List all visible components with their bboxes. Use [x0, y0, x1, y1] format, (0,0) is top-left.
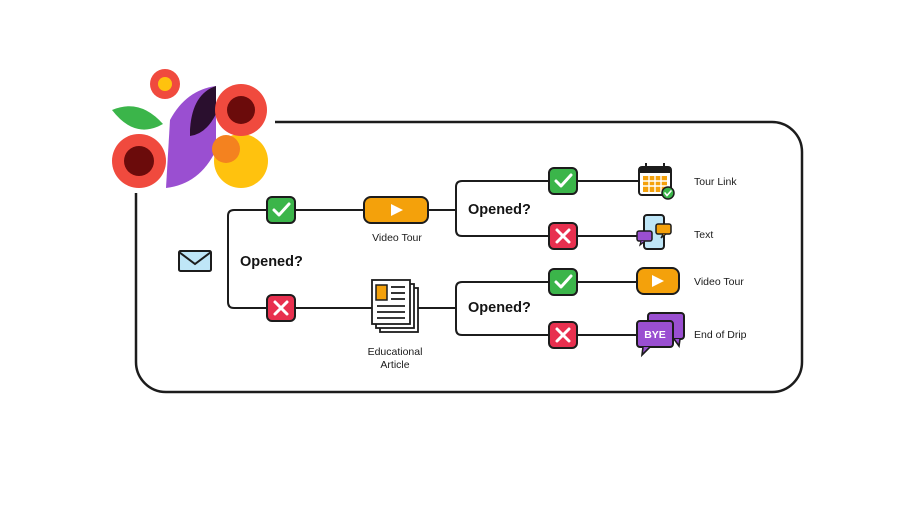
bye-bubble-icon: BYE [636, 312, 685, 358]
check-icon [548, 167, 578, 195]
cross-icon [548, 222, 578, 250]
end-of-drip-label: End of Drip [694, 329, 747, 341]
video-tour-label: Video Tour [372, 232, 422, 244]
play-icon [636, 267, 680, 295]
bye-text: BYE [644, 329, 666, 341]
tour-link-label: Tour Link [694, 176, 737, 188]
question-label-opened-2: Opened? [468, 202, 531, 218]
brand-logo [110, 68, 275, 193]
educational-article-label-line1: Educational [368, 346, 423, 358]
diagram-frame [134, 120, 804, 394]
educational-article-label-line2: Article [380, 359, 409, 371]
cross-icon [266, 294, 296, 322]
text-label: Text [694, 229, 713, 241]
connector-lines [227, 180, 642, 336]
cross-icon [548, 321, 578, 349]
calendar-icon [638, 163, 675, 200]
question-label-opened-3: Opened? [468, 300, 531, 316]
check-icon [548, 268, 578, 296]
newspaper-icon [371, 279, 419, 333]
video-tour-output-label: Video Tour [694, 276, 744, 288]
check-icon [266, 196, 296, 224]
envelope-icon [178, 250, 212, 272]
phone-chat-icon [636, 214, 672, 250]
play-icon [363, 196, 429, 224]
question-label-opened-1: Opened? [240, 254, 303, 270]
